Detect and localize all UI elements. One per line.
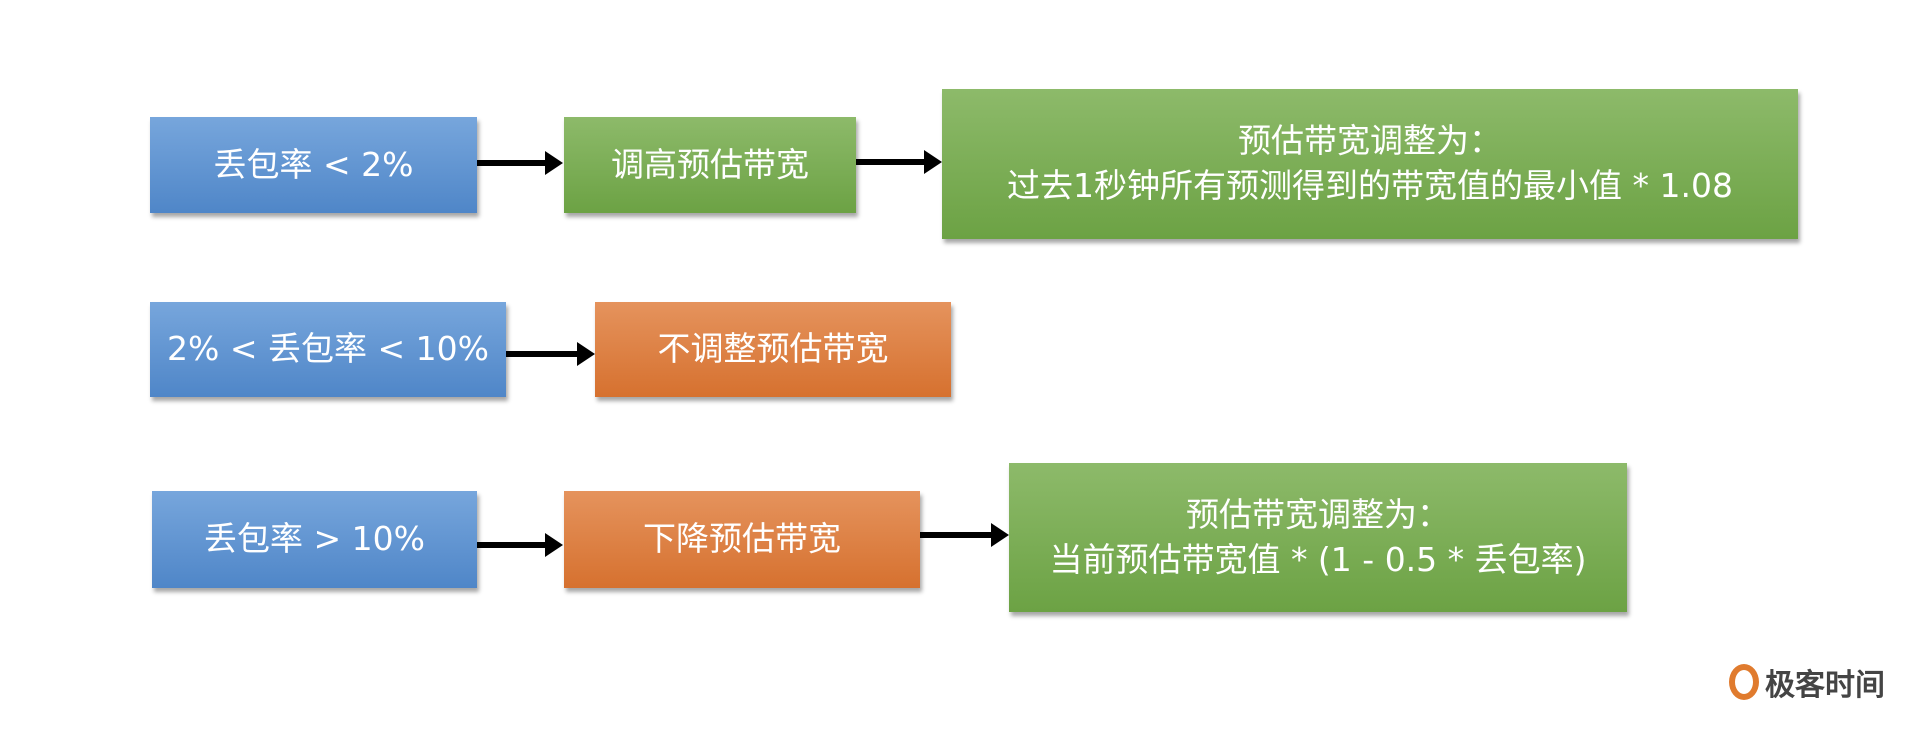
logo-text: 极客时间 <box>1765 668 1885 703</box>
condition-text: 丢包率 > 10% <box>204 519 425 559</box>
arrow-icon <box>477 533 563 557</box>
logo: 极客时间 <box>1729 660 1885 704</box>
result-line2: 当前预估带宽值 * (1 - 0.5 * 丢包率) <box>1049 539 1587 579</box>
result-line1: 预估带宽调整为： <box>1238 121 1502 161</box>
condition-box-mid-loss: 2% < 丢包率 < 10% <box>150 302 506 397</box>
arrow-icon <box>920 523 1009 547</box>
logo-mark-icon <box>1729 664 1759 700</box>
arrow-icon <box>856 150 942 174</box>
condition-box-high-loss: 丢包率 > 10% <box>152 491 477 588</box>
action-box-decrease: 下降预估带宽 <box>564 491 920 588</box>
condition-text: 丢包率 < 2% <box>213 144 414 184</box>
result-line2: 过去1秒钟所有预测得到的带宽值的最小值 * 1.08 <box>1007 166 1733 205</box>
action-box-keep: 不调整预估带宽 <box>595 302 951 397</box>
condition-box-low-loss: 丢包率 < 2% <box>150 117 477 213</box>
result-box-increase: 预估带宽调整为： 过去1秒钟所有预测得到的带宽值的最小值 * 1.08 <box>942 89 1798 239</box>
action-box-increase: 调高预估带宽 <box>564 117 856 213</box>
result-line1: 预估带宽调整为： <box>1186 494 1450 534</box>
action-text: 不调整预估带宽 <box>657 329 889 369</box>
condition-text: 2% < 丢包率 < 10% <box>167 329 489 369</box>
result-box-decrease: 预估带宽调整为： 当前预估带宽值 * (1 - 0.5 * 丢包率) <box>1009 463 1627 612</box>
action-text: 下降预估带宽 <box>643 519 841 559</box>
arrow-icon <box>506 342 595 366</box>
arrow-icon <box>477 151 563 175</box>
action-text: 调高预估带宽 <box>611 144 809 184</box>
